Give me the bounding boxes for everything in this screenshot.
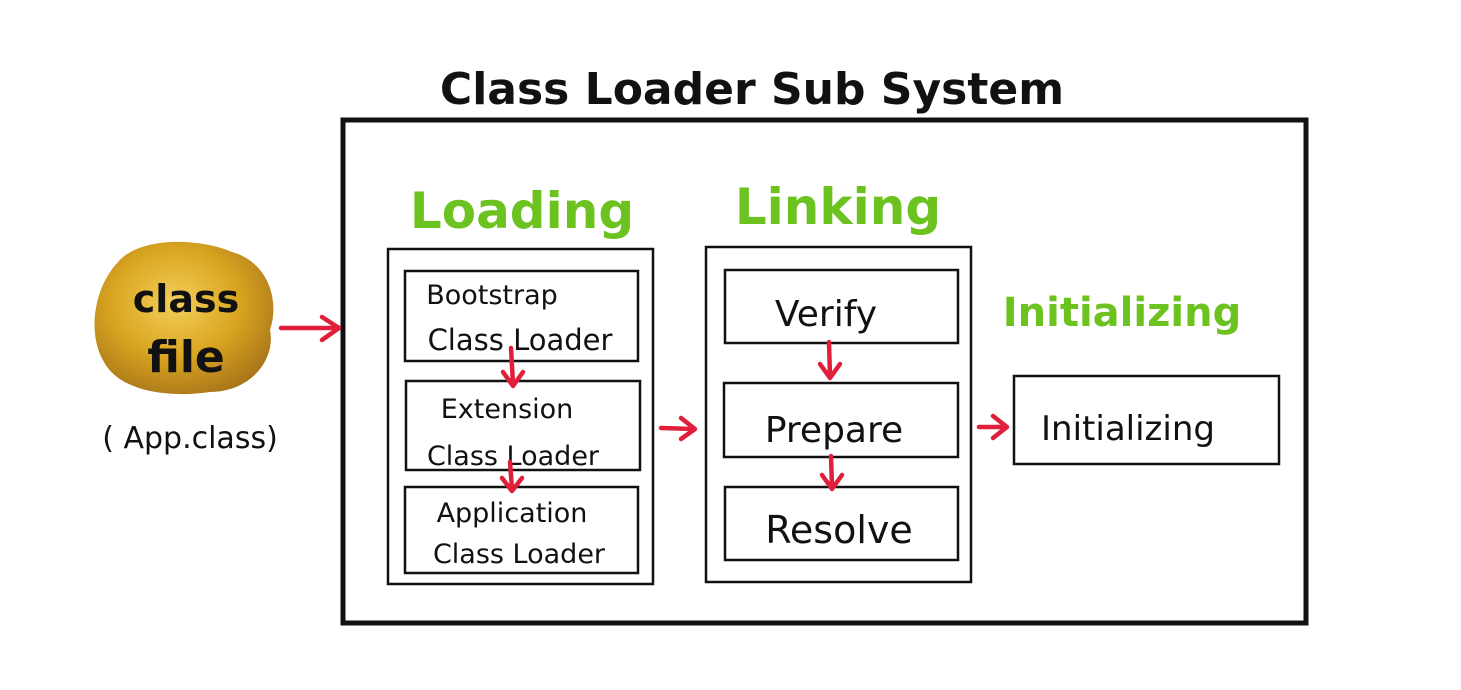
arrow-classfile-to-loading — [278, 314, 342, 343]
extension-line2: Class Loader — [427, 441, 600, 472]
initializing-step: Initializing — [1012, 374, 1281, 466]
extension-box — [404, 379, 642, 472]
class-file-label-line2: file — [147, 332, 225, 383]
arrow-extension-to-application — [499, 459, 525, 494]
verify-label: Verify — [775, 294, 877, 335]
bootstrap-box — [403, 269, 640, 363]
verify-box — [723, 268, 960, 345]
loading-heading: Loading — [410, 182, 634, 240]
bootstrap-line2: Class Loader — [428, 323, 613, 357]
subsystem-box — [340, 117, 1309, 626]
diagram-title: Class Loader Sub System — [440, 64, 1064, 115]
application-line2: Class Loader — [433, 539, 606, 570]
resolve-step: Resolve — [723, 485, 960, 562]
linking-box — [704, 245, 973, 584]
initializing-box — [1012, 374, 1281, 466]
application-class-loader: Application Class Loader — [403, 485, 640, 575]
bootstrap-line1: Bootstrap — [426, 280, 558, 311]
arrow-prepare-to-resolve — [819, 453, 845, 492]
arrow-loading-to-linking — [658, 415, 698, 442]
prepare-label: Prepare — [765, 410, 903, 451]
resolve-label: Resolve — [765, 508, 913, 552]
extension-line1: Extension — [441, 394, 574, 425]
verify-step: Verify — [723, 268, 960, 345]
prepare-step: Prepare — [722, 381, 960, 459]
initializing-heading: Initializing — [1003, 290, 1241, 336]
extension-class-loader: Extension Class Loader — [404, 379, 642, 472]
application-box — [403, 485, 640, 575]
arrow-linking-to-initializing — [976, 413, 1010, 441]
bootstrap-class-loader: Bootstrap Class Loader — [403, 269, 640, 363]
prepare-box — [722, 381, 960, 459]
loading-box — [386, 247, 655, 586]
class-file-label-line1: class — [133, 277, 239, 321]
arrow-bootstrap-to-extension — [500, 345, 526, 389]
resolve-box — [723, 485, 960, 562]
initializing-label: Initializing — [1041, 409, 1215, 449]
application-line1: Application — [437, 498, 588, 529]
arrows — [278, 314, 1010, 494]
class-file-caption: ( App.class) — [102, 421, 278, 456]
linking-heading: Linking — [735, 178, 941, 236]
class-file-badge: class file — [94, 241, 274, 395]
gold-blob — [94, 241, 274, 395]
arrow-verify-to-prepare — [817, 339, 843, 381]
